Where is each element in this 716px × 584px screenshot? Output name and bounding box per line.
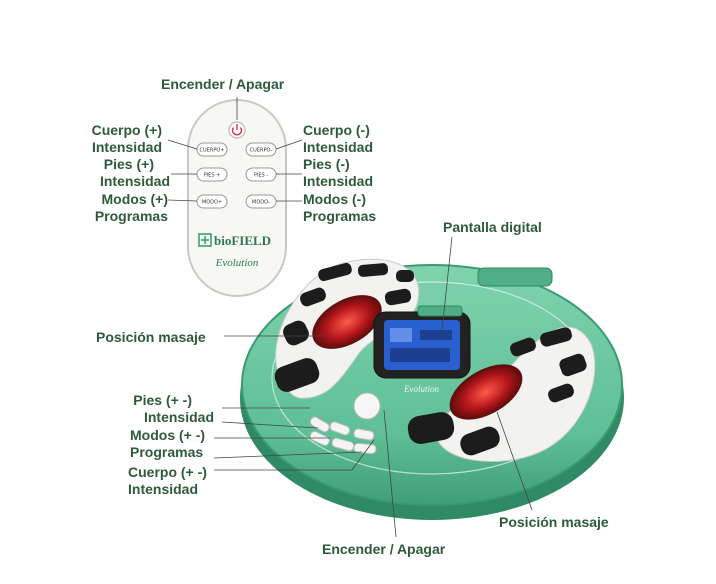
remote-body-plus-line2: Intensidad: [91, 139, 162, 155]
remote-mode-plus-line1: Modos (+): [101, 191, 169, 207]
power-icon: [231, 127, 243, 136]
remote-feet-plus-label: Pies (+) Intensidad: [56, 156, 170, 190]
device-body-label: Cuerpo (+ -) Intensidad: [128, 464, 207, 498]
digital-screen: [373, 305, 471, 379]
screen-display: [384, 320, 460, 370]
right-foot-pad: [407, 326, 596, 462]
device-mode-button-2[interactable]: [331, 437, 355, 452]
remote-mode-minus-label: Modos (-) Programas: [303, 191, 376, 225]
remote-button-body-minus[interactable]: CUERPO-: [245, 142, 277, 157]
remote-feet-minus-line2: Intensidad: [303, 173, 374, 189]
device-modes-line2: Programas: [130, 444, 204, 460]
device-power-button[interactable]: [353, 392, 381, 420]
remote-button-mode-plus[interactable]: MODO+: [196, 194, 228, 209]
remote-button-feet-plus-text: PIES +: [204, 173, 221, 179]
remote-button-feet-minus[interactable]: PIES -: [245, 167, 277, 182]
device-feet-label: Pies (+ -) Intensidad: [100, 392, 214, 426]
remote-feet-minus-line1: Pies (-): [303, 156, 350, 172]
remote-body-minus-line1: Cuerpo (-): [303, 122, 370, 138]
remote-button-body-plus-text: CUERPO+: [200, 148, 225, 154]
device-massage-left-label: Posición masaje: [96, 329, 206, 345]
remote-button-body-minus-text: CUERPO-: [250, 148, 273, 154]
remote-button-mode-plus-text: MODO+: [202, 200, 222, 206]
device-feet-line1: Pies (+ -): [133, 392, 192, 408]
remote-body-minus-line2: Intensidad: [303, 139, 374, 155]
remote-feet-plus-line2: Intensidad: [99, 173, 170, 189]
remote-button-feet-plus[interactable]: PIES +: [196, 167, 228, 182]
device-body-line1: Cuerpo (+ -): [128, 464, 207, 480]
right-red-light: [449, 364, 523, 420]
remote-power-label: Encender / Apagar: [161, 76, 285, 92]
remote-mode-plus-line2: Programas: [94, 208, 168, 224]
remote-brand: bioFIELD: [214, 233, 271, 248]
remote-body-minus-label: Cuerpo (-) Intensidad: [303, 122, 373, 156]
remote-mode-plus-label: Modos (+) Programas: [56, 191, 168, 225]
device-leader-lines: [213, 236, 533, 538]
device-feet-button-2[interactable]: [329, 421, 351, 436]
device-brand-sub: Evolution: [403, 384, 439, 394]
remote-body-plus-label: Cuerpo (+) Intensidad: [56, 122, 162, 156]
remote-body-plus-line1: Cuerpo (+): [91, 122, 162, 138]
remote-button-body-plus[interactable]: CUERPO+: [196, 142, 228, 157]
remote-leader-lines: [167, 97, 303, 202]
remote-control: CUERPO+ CUERPO- PIES + PIES - MODO+ MODO…: [187, 99, 287, 297]
remote-feet-minus-label: Pies (-) Intensidad: [303, 156, 373, 190]
foot-massager-device: Evolution: [240, 258, 624, 520]
device-modes-line1: Modos (+ -): [130, 427, 206, 443]
device-mode-button[interactable]: [309, 430, 331, 447]
remote-button-feet-minus-text: PIES -: [254, 173, 268, 179]
device-body-button-2[interactable]: [353, 428, 375, 441]
remote-button-mode-minus-text: MODO-: [252, 200, 270, 206]
device-modes-label: Modos (+ -) Programas: [130, 427, 205, 461]
bio-logo-icon: [198, 233, 212, 247]
left-foot-pad: [274, 258, 420, 399]
device-body-line2: Intensidad: [128, 481, 199, 497]
remote-feet-plus-line1: Pies (+): [103, 156, 154, 172]
device-handle: [477, 267, 553, 287]
device-massage-right-label: Posición masaje: [499, 514, 609, 530]
remote-mode-minus-line2: Programas: [303, 208, 377, 224]
remote-mode-minus-line1: Modos (-): [303, 191, 366, 207]
device-power-label: Encender / Apagar: [322, 541, 446, 557]
device-control-buttons: [309, 416, 377, 455]
left-red-light: [312, 295, 382, 349]
device-feet-line2: Intensidad: [143, 409, 214, 425]
remote-button-mode-minus[interactable]: MODO-: [245, 194, 277, 209]
remote-brand-sub: Evolution: [215, 257, 259, 269]
device-screen-label: Pantalla digital: [443, 219, 542, 235]
